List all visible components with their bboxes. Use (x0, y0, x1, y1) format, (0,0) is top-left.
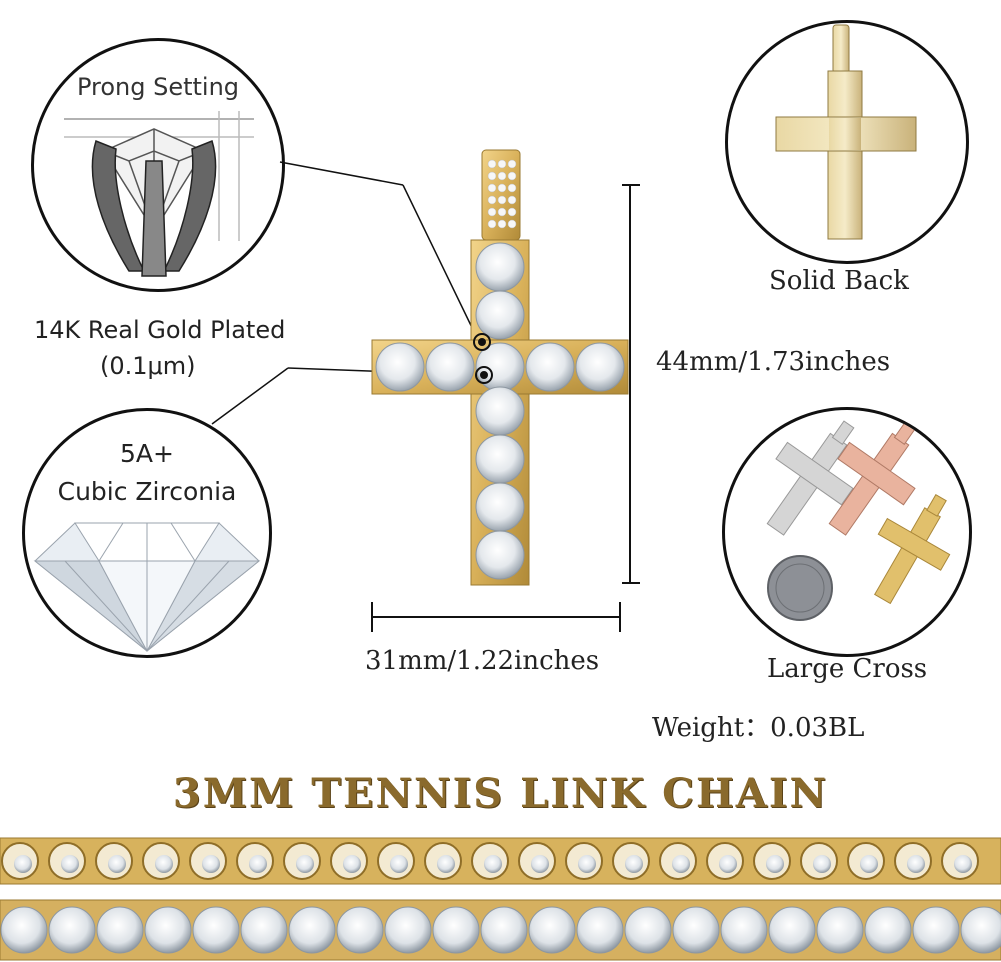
chain-title: 3MM TENNIS LINK CHAIN (172, 770, 829, 817)
chain-stone-upper (719, 855, 737, 873)
chain-stone-upper (907, 855, 925, 873)
chain-stone-upper (249, 855, 267, 873)
chain-stone-upper (954, 855, 972, 873)
cross-variants-icon (766, 420, 951, 621)
chain-stone-lower (144, 906, 192, 954)
chain-stone-lower (480, 906, 528, 954)
chain-stone-lower (912, 906, 960, 954)
chain-stone-lower (528, 906, 576, 954)
chain-stone-upper (484, 855, 502, 873)
tennis-chain-image (0, 837, 1001, 961)
chain-stone-upper (813, 855, 831, 873)
chain-stone-upper (108, 855, 126, 873)
chain-stone-lower (672, 906, 720, 954)
chain-stone-lower (384, 906, 432, 954)
chain-stone-upper (296, 855, 314, 873)
chain-stone-lower (720, 906, 768, 954)
chain-stone-upper (437, 855, 455, 873)
chain-stone-lower (288, 906, 336, 954)
cz-name-label: Cubic Zirconia (57, 477, 237, 506)
diamond-icon (33, 522, 261, 653)
coin-icon (767, 555, 833, 621)
width-dimension-label: 31mm/1.22inches (365, 646, 600, 676)
chain-stone-upper (672, 855, 690, 873)
large-cross-circle (722, 407, 972, 657)
chain-stone-upper (766, 855, 784, 873)
chain-stone-upper (860, 855, 878, 873)
solid-back-circle (725, 20, 969, 264)
cubic-zirconia-circle: 5A+ Cubic Zirconia (22, 408, 272, 658)
chain-stone-upper (14, 855, 32, 873)
chain-stone-upper (531, 855, 549, 873)
chain-stone-lower (0, 906, 48, 954)
chain-stone-lower (816, 906, 864, 954)
chain-stone-upper (625, 855, 643, 873)
cz-grade-label: 5A+ (120, 439, 174, 468)
height-dimension-label: 44mm/1.73inches (656, 347, 891, 377)
chain-stone-upper (343, 855, 361, 873)
chain-stone-lower (960, 906, 1001, 954)
chain-stone-upper (202, 855, 220, 873)
chain-stone-lower (240, 906, 288, 954)
solid-back-label: Solid Back (769, 266, 909, 296)
solid-back-cross-icon (775, 24, 917, 240)
gold-plated-label: 14K Real Gold Plated (34, 316, 286, 344)
prong-setting-icon (64, 111, 254, 277)
chain-stone-upper (578, 855, 596, 873)
chain-stone-lower (48, 906, 96, 954)
chain-stone-lower (432, 906, 480, 954)
chain-stone-lower (768, 906, 816, 954)
gold-thickness-label: (0.1μm) (100, 352, 196, 380)
weight-label: Weight：0.03BL (652, 713, 865, 743)
prong-setting-circle: Prong Setting (31, 38, 285, 292)
chain-stone-upper (155, 855, 173, 873)
prong-setting-label: Prong Setting (76, 73, 240, 101)
chain-stone-lower (192, 906, 240, 954)
large-cross-label: Large Cross (767, 654, 928, 684)
chain-stone-lower (96, 906, 144, 954)
chain-stone-lower (864, 906, 912, 954)
chain-stone-lower (624, 906, 672, 954)
chain-stone-lower (336, 906, 384, 954)
chain-stone-lower (576, 906, 624, 954)
chain-stone-upper (390, 855, 408, 873)
chain-stone-upper (61, 855, 79, 873)
